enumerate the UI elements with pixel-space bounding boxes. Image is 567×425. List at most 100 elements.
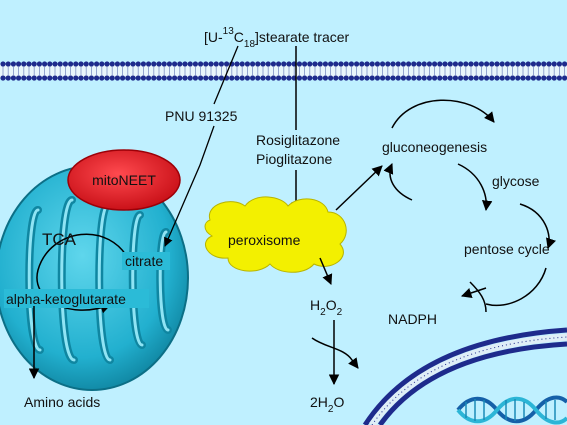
lipid-head bbox=[234, 75, 240, 81]
lipid-head bbox=[541, 61, 547, 67]
lipid-head bbox=[229, 75, 235, 81]
lipid-head bbox=[5, 61, 11, 67]
lipid-head bbox=[62, 75, 68, 81]
lipid-head bbox=[218, 61, 224, 67]
lipid-head bbox=[135, 61, 141, 67]
glycose-label: glycose bbox=[492, 173, 540, 189]
lipid-head bbox=[333, 75, 339, 81]
lipid-head bbox=[83, 61, 89, 67]
lipid-head bbox=[250, 61, 256, 67]
lipid-head bbox=[416, 75, 422, 81]
pentose-cycle-label: pentose cycle bbox=[464, 241, 550, 257]
lipid-head bbox=[42, 61, 48, 67]
pioglitazone-label: Pioglitazone bbox=[256, 151, 332, 167]
lipid-head bbox=[458, 61, 464, 67]
lipid-head bbox=[203, 75, 209, 81]
lipid-head bbox=[276, 75, 282, 81]
plasma-membrane bbox=[0, 61, 567, 81]
lipid-head bbox=[187, 61, 193, 67]
lipid-head bbox=[255, 61, 261, 67]
lipid-head bbox=[452, 61, 458, 67]
lipid-head bbox=[489, 61, 495, 67]
peroxisome-to-gluconeogenesis-arrow bbox=[335, 165, 383, 211]
lipid-head bbox=[265, 61, 271, 67]
h2o2-label: H2O2 bbox=[310, 297, 343, 318]
lipid-head bbox=[437, 75, 443, 81]
lipid-head bbox=[556, 61, 563, 67]
lipid-head bbox=[385, 75, 391, 81]
lipid-head bbox=[328, 75, 334, 81]
lipid-head bbox=[395, 61, 401, 67]
lipid-head bbox=[213, 61, 219, 67]
lipid-head bbox=[515, 75, 521, 81]
lipid-head bbox=[478, 75, 484, 81]
lipid-head bbox=[140, 75, 146, 81]
lipid-head bbox=[556, 75, 563, 81]
lipid-head bbox=[406, 75, 412, 81]
lipid-head bbox=[94, 75, 100, 81]
lipid-head bbox=[73, 61, 79, 67]
gluconeogenesis-label: gluconeogenesis bbox=[382, 139, 487, 155]
nuclear-membrane bbox=[362, 327, 567, 425]
lipid-head bbox=[364, 61, 370, 67]
lipid-head bbox=[114, 61, 120, 67]
lipid-head bbox=[62, 61, 68, 67]
lipid-head bbox=[10, 75, 16, 81]
lipid-head bbox=[239, 75, 245, 81]
lipid-head bbox=[509, 61, 516, 67]
lipid-head bbox=[530, 75, 537, 81]
lipid-head bbox=[499, 61, 505, 67]
lipid-head bbox=[198, 61, 204, 67]
lipid-head bbox=[187, 75, 193, 81]
lipid-head bbox=[562, 61, 567, 67]
lipid-head bbox=[140, 61, 146, 67]
lipid-head bbox=[78, 75, 84, 81]
lipid-head bbox=[317, 75, 323, 81]
amino-acids-label: Amino acids bbox=[24, 394, 100, 410]
lipid-head bbox=[114, 75, 120, 81]
lipid-head bbox=[421, 61, 427, 67]
lipid-head bbox=[489, 75, 495, 81]
lipid-head bbox=[182, 75, 188, 81]
lipid-head bbox=[255, 75, 261, 81]
lipid-head bbox=[0, 75, 6, 81]
lipid-head bbox=[463, 75, 469, 81]
lipid-head bbox=[504, 75, 510, 81]
lipid-head bbox=[562, 75, 567, 81]
lipid-head bbox=[411, 61, 417, 67]
lipid-head bbox=[182, 61, 188, 67]
lipid-head bbox=[484, 75, 490, 81]
dna-helix-icon bbox=[456, 395, 567, 425]
lipid-head bbox=[458, 75, 464, 81]
lipid-head bbox=[16, 75, 22, 81]
lipid-head bbox=[177, 61, 183, 67]
lipid-head bbox=[161, 75, 167, 81]
lipid-head bbox=[213, 75, 219, 81]
lipid-head bbox=[296, 75, 302, 81]
lipid-head bbox=[5, 75, 11, 81]
lipid-head bbox=[432, 75, 438, 81]
lipid-head bbox=[177, 75, 183, 81]
lipid-head bbox=[525, 61, 531, 67]
lipid-head bbox=[260, 75, 266, 81]
lipid-head bbox=[198, 75, 204, 81]
lipid-head bbox=[322, 61, 328, 67]
lipid-head bbox=[452, 75, 458, 81]
lipid-head bbox=[21, 61, 27, 67]
lipid-head bbox=[172, 61, 178, 67]
lipid-head bbox=[156, 75, 162, 81]
lipid-head bbox=[94, 61, 100, 67]
lipid-head bbox=[463, 61, 469, 67]
lipid-head bbox=[421, 75, 427, 81]
lipid-head bbox=[244, 61, 250, 67]
tracer-to-pnu-line bbox=[213, 45, 239, 105]
lipid-head bbox=[390, 61, 396, 67]
lipid-head bbox=[57, 61, 63, 67]
lipid-head bbox=[10, 61, 16, 67]
peroxisome: peroxisome bbox=[204, 196, 347, 273]
lipid-head bbox=[21, 75, 27, 81]
tca-cycle-arrow bbox=[36, 233, 131, 314]
lipid-head bbox=[281, 61, 287, 67]
lipid-head bbox=[265, 75, 271, 81]
lipid-head bbox=[68, 75, 74, 81]
